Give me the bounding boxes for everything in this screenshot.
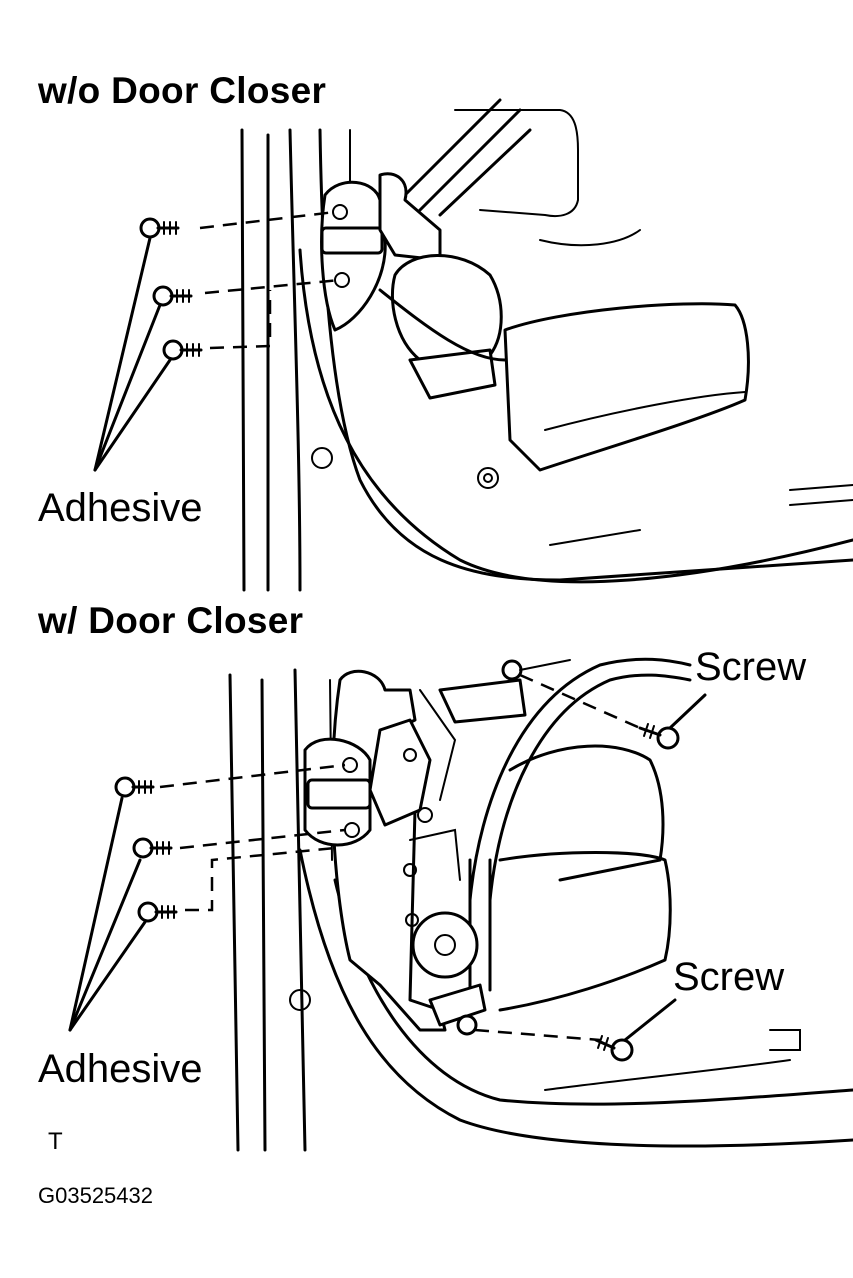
screw-icon (137, 901, 178, 923)
screw-label-lower: Screw (673, 955, 785, 999)
figure-code: G03525432 (38, 1183, 153, 1208)
screw-icon (114, 776, 155, 798)
screw-icon (638, 723, 680, 750)
footer-mark: T (48, 1128, 63, 1155)
screw-icon (594, 1035, 634, 1062)
screw-icon (152, 285, 193, 307)
adhesive-label-bottom: Adhesive (38, 1047, 203, 1091)
top-section-title: w/o Door Closer (38, 70, 327, 111)
bottom-section-title: w/ Door Closer (38, 600, 304, 641)
screw-icon (162, 339, 203, 361)
screw-label-upper: Screw (695, 645, 807, 689)
adhesive-label-top: Adhesive (38, 486, 203, 530)
screw-icon (132, 837, 173, 859)
door-lock-diagram-without-closer (93, 98, 853, 592)
